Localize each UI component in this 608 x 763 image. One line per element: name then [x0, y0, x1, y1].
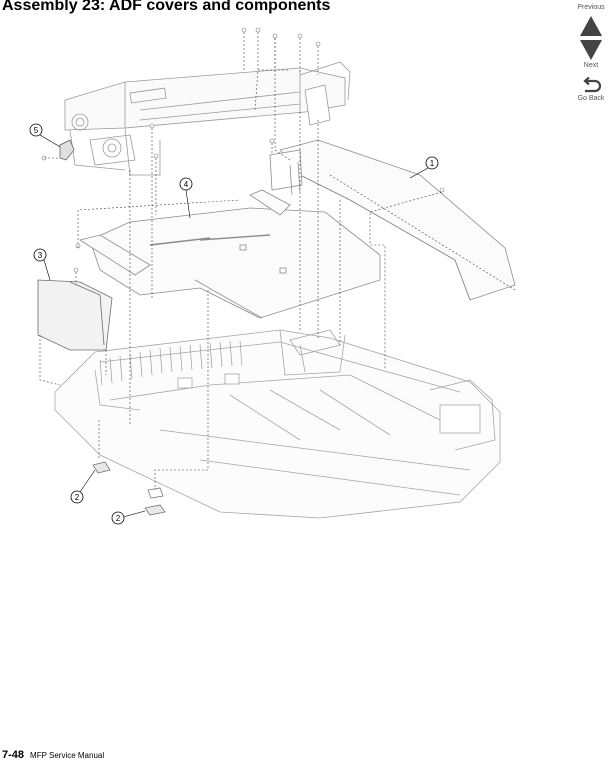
previous-label: Previous [577, 4, 605, 11]
callout-2b-label: 2 [116, 514, 121, 523]
next-button[interactable] [579, 39, 603, 61]
page-footer: 7-48 MFP Service Manual [2, 745, 104, 763]
triangle-up-icon [580, 16, 602, 36]
callout-2b: 2 [111, 510, 146, 525]
next-label: Next [583, 62, 599, 69]
page-number: 7-48 [2, 749, 25, 761]
callout-1-label: 1 [430, 159, 435, 168]
base-rollers [99, 340, 481, 434]
alignment-lines [39, 32, 516, 490]
go-back-button[interactable] [580, 77, 602, 95]
callout-2a-label: 2 [75, 493, 80, 502]
callout-4-label: 4 [184, 180, 189, 189]
callout-5: 5 [29, 123, 63, 149]
callout-4: 4 [179, 177, 193, 219]
navigation-panel: Previous Next Go Back [574, 4, 608, 102]
return-arrow-icon [583, 77, 602, 93]
go-back-label: Go Back [577, 95, 605, 102]
part-5-lever [59, 139, 75, 161]
adf-base-unit [54, 329, 501, 519]
part-1-right-cover [269, 139, 516, 301]
callout-2a: 2 [70, 469, 96, 504]
part-4-input-tray [78, 189, 381, 319]
callout-5-label: 5 [34, 126, 39, 135]
callout-1: 1 [409, 156, 439, 179]
screws [41, 27, 445, 273]
triangle-down-icon [580, 40, 602, 60]
part-3-left-cover [37, 279, 113, 351]
part-2-pads [92, 461, 166, 516]
callout-3: 3 [33, 248, 51, 281]
callout-3-label: 3 [38, 251, 43, 260]
page-title: Assembly 23: ADF covers and components [2, 0, 331, 14]
manual-name: MFP Service Manual [30, 751, 105, 760]
previous-button[interactable] [579, 15, 603, 37]
